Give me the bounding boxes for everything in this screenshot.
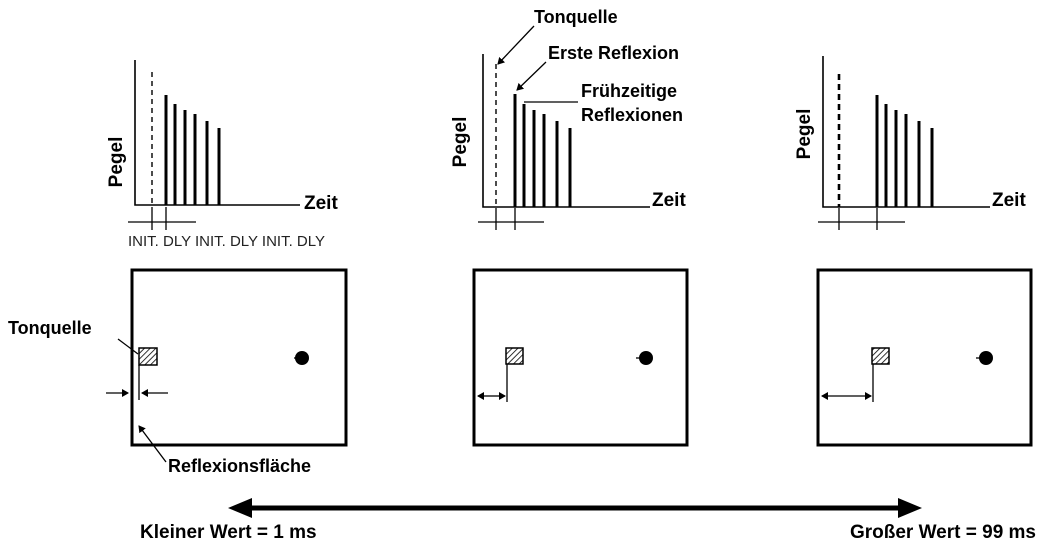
room-small: Tonquelle Reflexionsfläche	[8, 268, 348, 476]
listener-dot	[979, 351, 993, 365]
label-fruehzeitige: Frühzeitige	[581, 81, 677, 101]
range-arrow-right-head	[898, 498, 922, 518]
axis-label-zeit: Zeit	[304, 193, 338, 214]
distance-marker	[821, 364, 874, 402]
label-small-value: Kleiner Wert = 1 ms	[140, 522, 317, 543]
room-outline	[130, 268, 348, 447]
level-time-graph-medium: Pegel Zeit Tonquelle Erste Reflexion Frü…	[450, 7, 686, 230]
room-medium	[472, 268, 689, 447]
init-dly-labels: INIT. DLY INIT. DLY INIT. DLY	[128, 233, 325, 250]
level-time-axes	[134, 60, 300, 206]
axis-label-pegel: Pegel	[106, 137, 127, 188]
value-range-arrow	[228, 498, 922, 518]
sound-source-square	[138, 347, 158, 366]
label-reflexionen: Reflexionen	[581, 105, 683, 125]
level-time-graph-small: Pegel Zeit INIT. DLY INIT. DLY INIT. DLY	[106, 60, 338, 250]
init-delay-marker	[128, 207, 196, 230]
level-time-axes	[482, 54, 650, 208]
leader-line	[497, 25, 535, 65]
early-reflection-bars	[513, 94, 572, 207]
leader-line	[138, 425, 167, 463]
init-delay-marker	[818, 208, 905, 230]
early-reflection-bars	[875, 95, 934, 207]
leader-line	[117, 338, 139, 355]
label-large-value: Großer Wert = 99 ms	[850, 522, 1036, 543]
axis-label-pegel: Pegel	[450, 117, 471, 168]
room-outline	[816, 268, 1033, 447]
listener-dot	[295, 351, 309, 365]
listener-dot	[639, 351, 653, 365]
early-reflection-bars	[164, 95, 221, 205]
label-reflexionsflaeche: Reflexionsfläche	[168, 456, 311, 476]
label-tonquelle: Tonquelle	[8, 318, 92, 338]
range-arrow-left-head	[228, 498, 252, 518]
distance-marker	[477, 364, 508, 402]
label-erste-reflexion: Erste Reflexion	[548, 43, 679, 63]
level-time-axes	[822, 56, 990, 208]
sound-source-square	[871, 347, 890, 365]
room-large	[816, 268, 1033, 447]
axis-label-zeit: Zeit	[652, 190, 686, 211]
label-tonquelle: Tonquelle	[534, 7, 618, 27]
axis-label-zeit: Zeit	[992, 190, 1026, 211]
init-delay-marker	[478, 208, 544, 230]
distance-marker	[106, 365, 168, 400]
axis-label-pegel: Pegel	[794, 109, 815, 160]
level-time-graph-large: Pegel Zeit	[794, 56, 1026, 230]
leader-line	[516, 61, 547, 91]
sound-source-square	[505, 347, 524, 365]
